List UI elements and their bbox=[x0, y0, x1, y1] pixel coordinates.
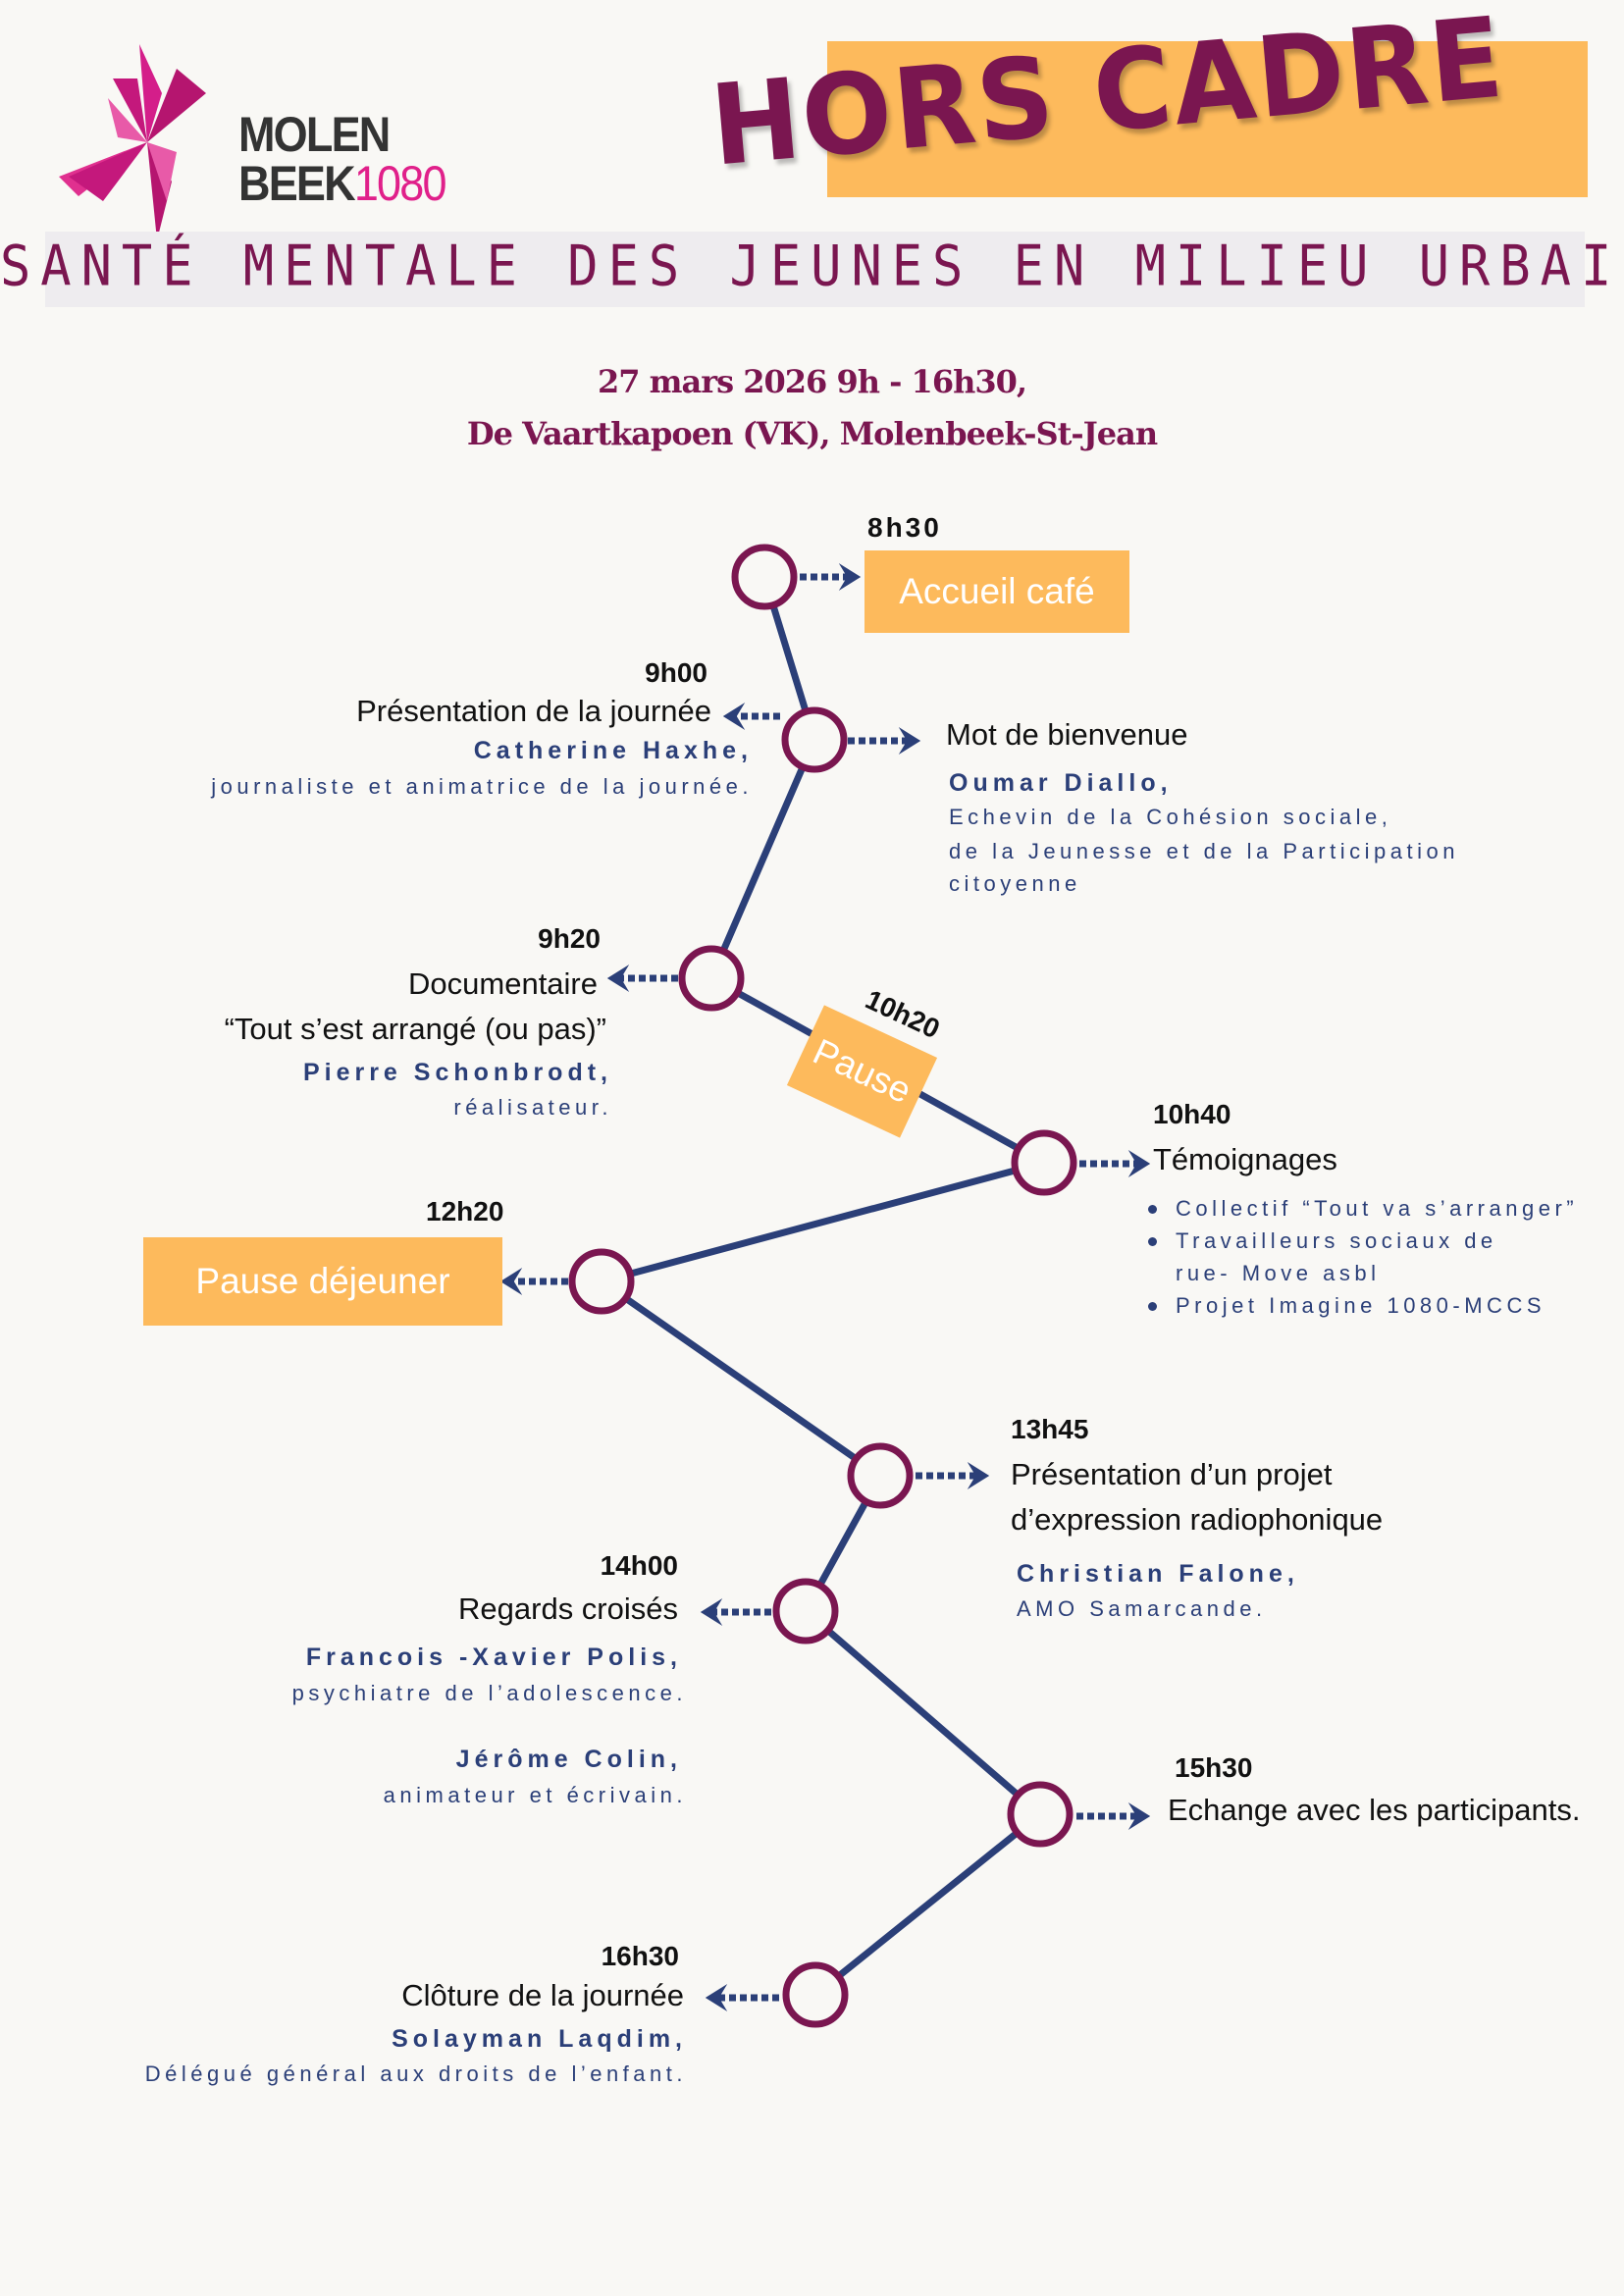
accueil-box: Accueil café bbox=[864, 550, 1129, 633]
timeline-node bbox=[1007, 1781, 1074, 1848]
presentation-speaker: Catherine Haxhe, bbox=[473, 737, 753, 764]
temoignages-title: Témoignages bbox=[1153, 1142, 1337, 1176]
logo-line2: BEEK bbox=[238, 156, 356, 211]
presentation-title: Présentation de la journée bbox=[356, 694, 711, 728]
logo-wordmark: MOLEN BEEK1080 bbox=[238, 107, 447, 211]
timeline-node bbox=[782, 1961, 849, 2028]
timeline-node bbox=[678, 945, 745, 1012]
radio-title-2: d’expression radiophonique bbox=[1011, 1502, 1384, 1537]
cloture-title: Clôture de la journée bbox=[401, 1978, 684, 2012]
documentaire-title: Documentaire bbox=[408, 966, 598, 1001]
bienvenue-speaker: Oumar Diallo, bbox=[949, 769, 1173, 797]
list-item: Collectif “Tout va s’arranger” bbox=[1148, 1192, 1624, 1225]
list-item: Projet Imagine 1080-MCCS bbox=[1148, 1289, 1624, 1322]
event-venue: De Vaartkapoen (VK), Molenbeek-St-Jean bbox=[466, 415, 1158, 452]
time-temoignages: 10h40 bbox=[1153, 1099, 1231, 1129]
list-item: Travailleurs sociaux de rue- Move asbl bbox=[1148, 1225, 1539, 1289]
timeline-node bbox=[1011, 1129, 1077, 1196]
time-accueil: 8h30 bbox=[867, 512, 942, 543]
title-highlight-box bbox=[827, 41, 1588, 197]
event-date: 27 mars 2026 9h - 16h30, bbox=[597, 363, 1027, 400]
dejeuner-box: Pause déjeuner bbox=[143, 1237, 502, 1326]
radio-speaker: Christian Falone, bbox=[1017, 1560, 1299, 1588]
timeline-node bbox=[847, 1442, 914, 1509]
bienvenue-role-2: de la Jeunesse et de la Participation bbox=[949, 839, 1459, 863]
time-dejeuner: 12h20 bbox=[426, 1196, 504, 1226]
logo-number: 1080 bbox=[353, 156, 447, 211]
time-cloture: 16h30 bbox=[601, 1941, 679, 1971]
regards-speaker-1: Francois -Xavier Polis, bbox=[305, 1644, 682, 1671]
regards-title: Regards croisés bbox=[458, 1592, 678, 1626]
documentaire-role: réalisateur. bbox=[453, 1095, 612, 1120]
echange-title: Echange avec les participants. bbox=[1168, 1793, 1581, 1827]
timeline-node bbox=[781, 706, 848, 773]
presentation-role: journaliste et animatrice de la journée. bbox=[211, 774, 753, 799]
documentaire-film: “Tout s’est arrangé (ou pas)” bbox=[224, 1012, 606, 1046]
time-documentaire: 9h20 bbox=[538, 923, 601, 954]
regards-role-2: animateur et écrivain. bbox=[383, 1783, 687, 1807]
timeline-node bbox=[731, 544, 798, 610]
time-presentation: 9h00 bbox=[645, 657, 707, 688]
temoignages-list: Collectif “Tout va s’arranger” Travaille… bbox=[1148, 1192, 1624, 1322]
timeline-node bbox=[772, 1578, 839, 1644]
timeline-node bbox=[568, 1248, 635, 1315]
logo-line1: MOLEN bbox=[238, 107, 391, 162]
regards-role-1: psychiatre de l’adolescence. bbox=[291, 1681, 687, 1705]
time-radio: 13h45 bbox=[1011, 1414, 1089, 1444]
radio-role: AMO Samarcande. bbox=[1017, 1596, 1267, 1621]
time-echange: 15h30 bbox=[1175, 1752, 1253, 1783]
time-regards: 14h00 bbox=[600, 1550, 678, 1581]
radio-title-1: Présentation d’un projet bbox=[1011, 1457, 1333, 1491]
subtitle-band bbox=[45, 232, 1585, 307]
documentaire-speaker: Pierre Schonbrodt, bbox=[302, 1059, 612, 1086]
regards-speaker-2: Jérôme Colin, bbox=[455, 1746, 682, 1773]
pinwheel-logo-icon bbox=[59, 44, 206, 240]
cloture-role: Délégué général aux droits de l’enfant. bbox=[144, 2061, 687, 2086]
bienvenue-role-3: citoyenne bbox=[949, 871, 1081, 896]
event-subtitle: SANTÉ MENTALE DES JEUNES EN MILIEU URBAI… bbox=[0, 235, 1624, 299]
bienvenue-role-1: Echevin de la Cohésion sociale, bbox=[949, 805, 1392, 829]
bienvenue-title: Mot de bienvenue bbox=[946, 717, 1188, 752]
cloture-speaker: Solayman Laqdim, bbox=[392, 2025, 687, 2053]
